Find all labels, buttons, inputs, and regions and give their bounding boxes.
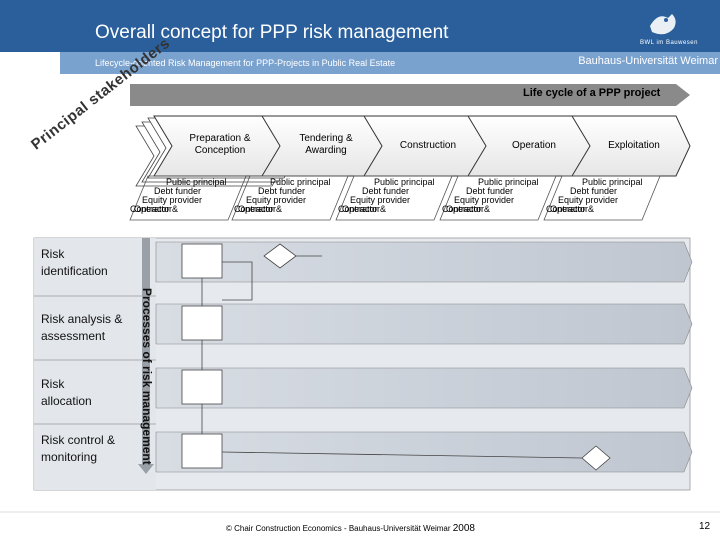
stakeholder-boxes	[129, 175, 661, 221]
phase-label-4: Operation	[482, 140, 586, 152]
process-4-line2: monitoring	[41, 450, 98, 464]
processes-vertical-label: Processes of risk management	[140, 288, 154, 465]
stakeholder-5-public: Public principal	[582, 177, 643, 187]
stakeholder-2-contractor: Contractor	[234, 204, 277, 214]
phase-label-2-line1: Tendering &	[299, 133, 353, 144]
stakeholder-4-contractor: Contractor	[442, 204, 485, 214]
lane-bar-allocation	[155, 367, 693, 409]
stakeholder-group-2: Public principal Debt funder Equity prov…	[234, 177, 352, 214]
phase-label-1-line1: Preparation &	[189, 133, 251, 144]
stakeholder-1-debt: Debt funder	[154, 186, 202, 196]
phase-label-2-line2: Awarding	[305, 145, 347, 156]
phase-chevrons	[135, 115, 691, 187]
stakeholder-5-operator: Operator &	[550, 204, 595, 214]
stakeholder-5-debt: Debt funder	[570, 186, 618, 196]
stakeholder-1-public: Public principal	[166, 177, 227, 187]
lifecycle-arrow	[130, 84, 690, 106]
lane-bar-analysis	[155, 303, 693, 345]
phase-label-5: Exploitation	[584, 140, 684, 152]
flow-connectors	[181, 243, 611, 471]
flow-decision-monitoring	[581, 445, 611, 471]
flow-box-monitoring	[181, 433, 223, 469]
flow-decision-identification	[263, 243, 297, 269]
stakeholder-3-debt: Debt funder	[362, 186, 410, 196]
lane-bar-monitoring	[155, 431, 693, 473]
header-background	[0, 0, 720, 52]
stakeholder-3-operator: Operator &	[342, 204, 387, 214]
process-label-identification: Risk identification	[41, 246, 141, 280]
stakeholder-2-public: Public principal	[270, 177, 331, 187]
stakeholder-2-debt: Debt funder	[258, 186, 306, 196]
flow-box-analysis	[181, 305, 223, 341]
process-1-line2: identification	[41, 264, 108, 278]
page-number: 12	[699, 521, 711, 532]
stakeholder-5-contractor: Contractor	[546, 204, 589, 214]
slide-header: Overall concept for PPP risk management …	[0, 0, 720, 78]
process-2-line1: Risk analysis &	[41, 312, 123, 326]
process-label-allocation: Risk allocation	[41, 376, 141, 410]
footer-copyright-text: © Chair Construction Economics - Bauhaus…	[226, 524, 451, 533]
stakeholder-2-equity: Equity provider	[246, 195, 307, 205]
stakeholder-group-1: Public principal Debt funder Equity prov…	[130, 177, 248, 214]
phase-chevron-5	[571, 115, 691, 177]
footer-year: 2008	[452, 523, 475, 534]
process-4-line1: Risk control &	[41, 433, 116, 447]
stakeholder-5-equity: Equity provider	[558, 195, 619, 205]
stakeholder-4-debt: Debt funder	[466, 186, 514, 196]
phase-label-1-line2: Conception	[194, 145, 246, 156]
phase-label-3-line1: Construction	[399, 140, 457, 151]
stakeholder-4-equity: Equity provider	[454, 195, 515, 205]
process-3-line1: Risk	[41, 377, 65, 391]
process-2-line2: assessment	[41, 329, 106, 343]
flow-box-allocation	[181, 369, 223, 405]
stakeholder-3-contractor: Contractor	[338, 204, 381, 214]
stakeholder-4-operator: Operator &	[446, 204, 491, 214]
header-subtitle-band	[60, 52, 720, 74]
process-3-line2: allocation	[41, 394, 92, 408]
stakeholder-group-4: Public principal Debt funder Equity prov…	[442, 177, 560, 214]
stakeholder-1-operator: Operator &	[134, 204, 179, 214]
stakeholder-group-3: Public principal Debt funder Equity prov…	[338, 177, 456, 214]
process-label-analysis: Risk analysis & assessment	[41, 311, 141, 345]
stakeholder-1-equity: Equity provider	[142, 195, 203, 205]
stakeholder-2-operator: Operator &	[238, 204, 283, 214]
logo-text: BWL im Bauwesen	[640, 40, 698, 46]
stakeholder-3-equity: Equity provider	[350, 195, 411, 205]
stakeholder-1-contractor: Contractor	[130, 204, 173, 214]
stakeholder-group-5: Public principal Debt funder Equity prov…	[546, 177, 664, 214]
process-label-monitoring: Risk control & monitoring	[41, 432, 141, 466]
process-lanes	[33, 237, 693, 491]
slide-title: Overall concept for PPP risk management	[95, 22, 449, 43]
university-name: Bauhaus-Universität Weimar	[578, 55, 718, 67]
flow-box-identification	[181, 243, 223, 279]
phase-label-4-line1: Operation	[512, 140, 556, 151]
footer-copyright: © Chair Construction Economics - Bauhaus…	[226, 523, 475, 534]
phase-label-1: Preparation & Conception	[168, 133, 272, 157]
slide-subtitle: Lifecycle-oriented Risk Management for P…	[95, 58, 396, 68]
lifecycle-label: Life cycle of a PPP project	[523, 87, 661, 99]
phase-label-3: Construction	[378, 140, 478, 152]
stakeholder-3-public: Public principal	[374, 177, 435, 187]
phase-label-5-line1: Exploitation	[608, 140, 660, 151]
stakeholder-4-public: Public principal	[478, 177, 539, 187]
process-1-line1: Risk	[41, 247, 65, 261]
phase-label-2: Tendering & Awarding	[276, 133, 376, 157]
university-logo-icon	[650, 14, 676, 35]
